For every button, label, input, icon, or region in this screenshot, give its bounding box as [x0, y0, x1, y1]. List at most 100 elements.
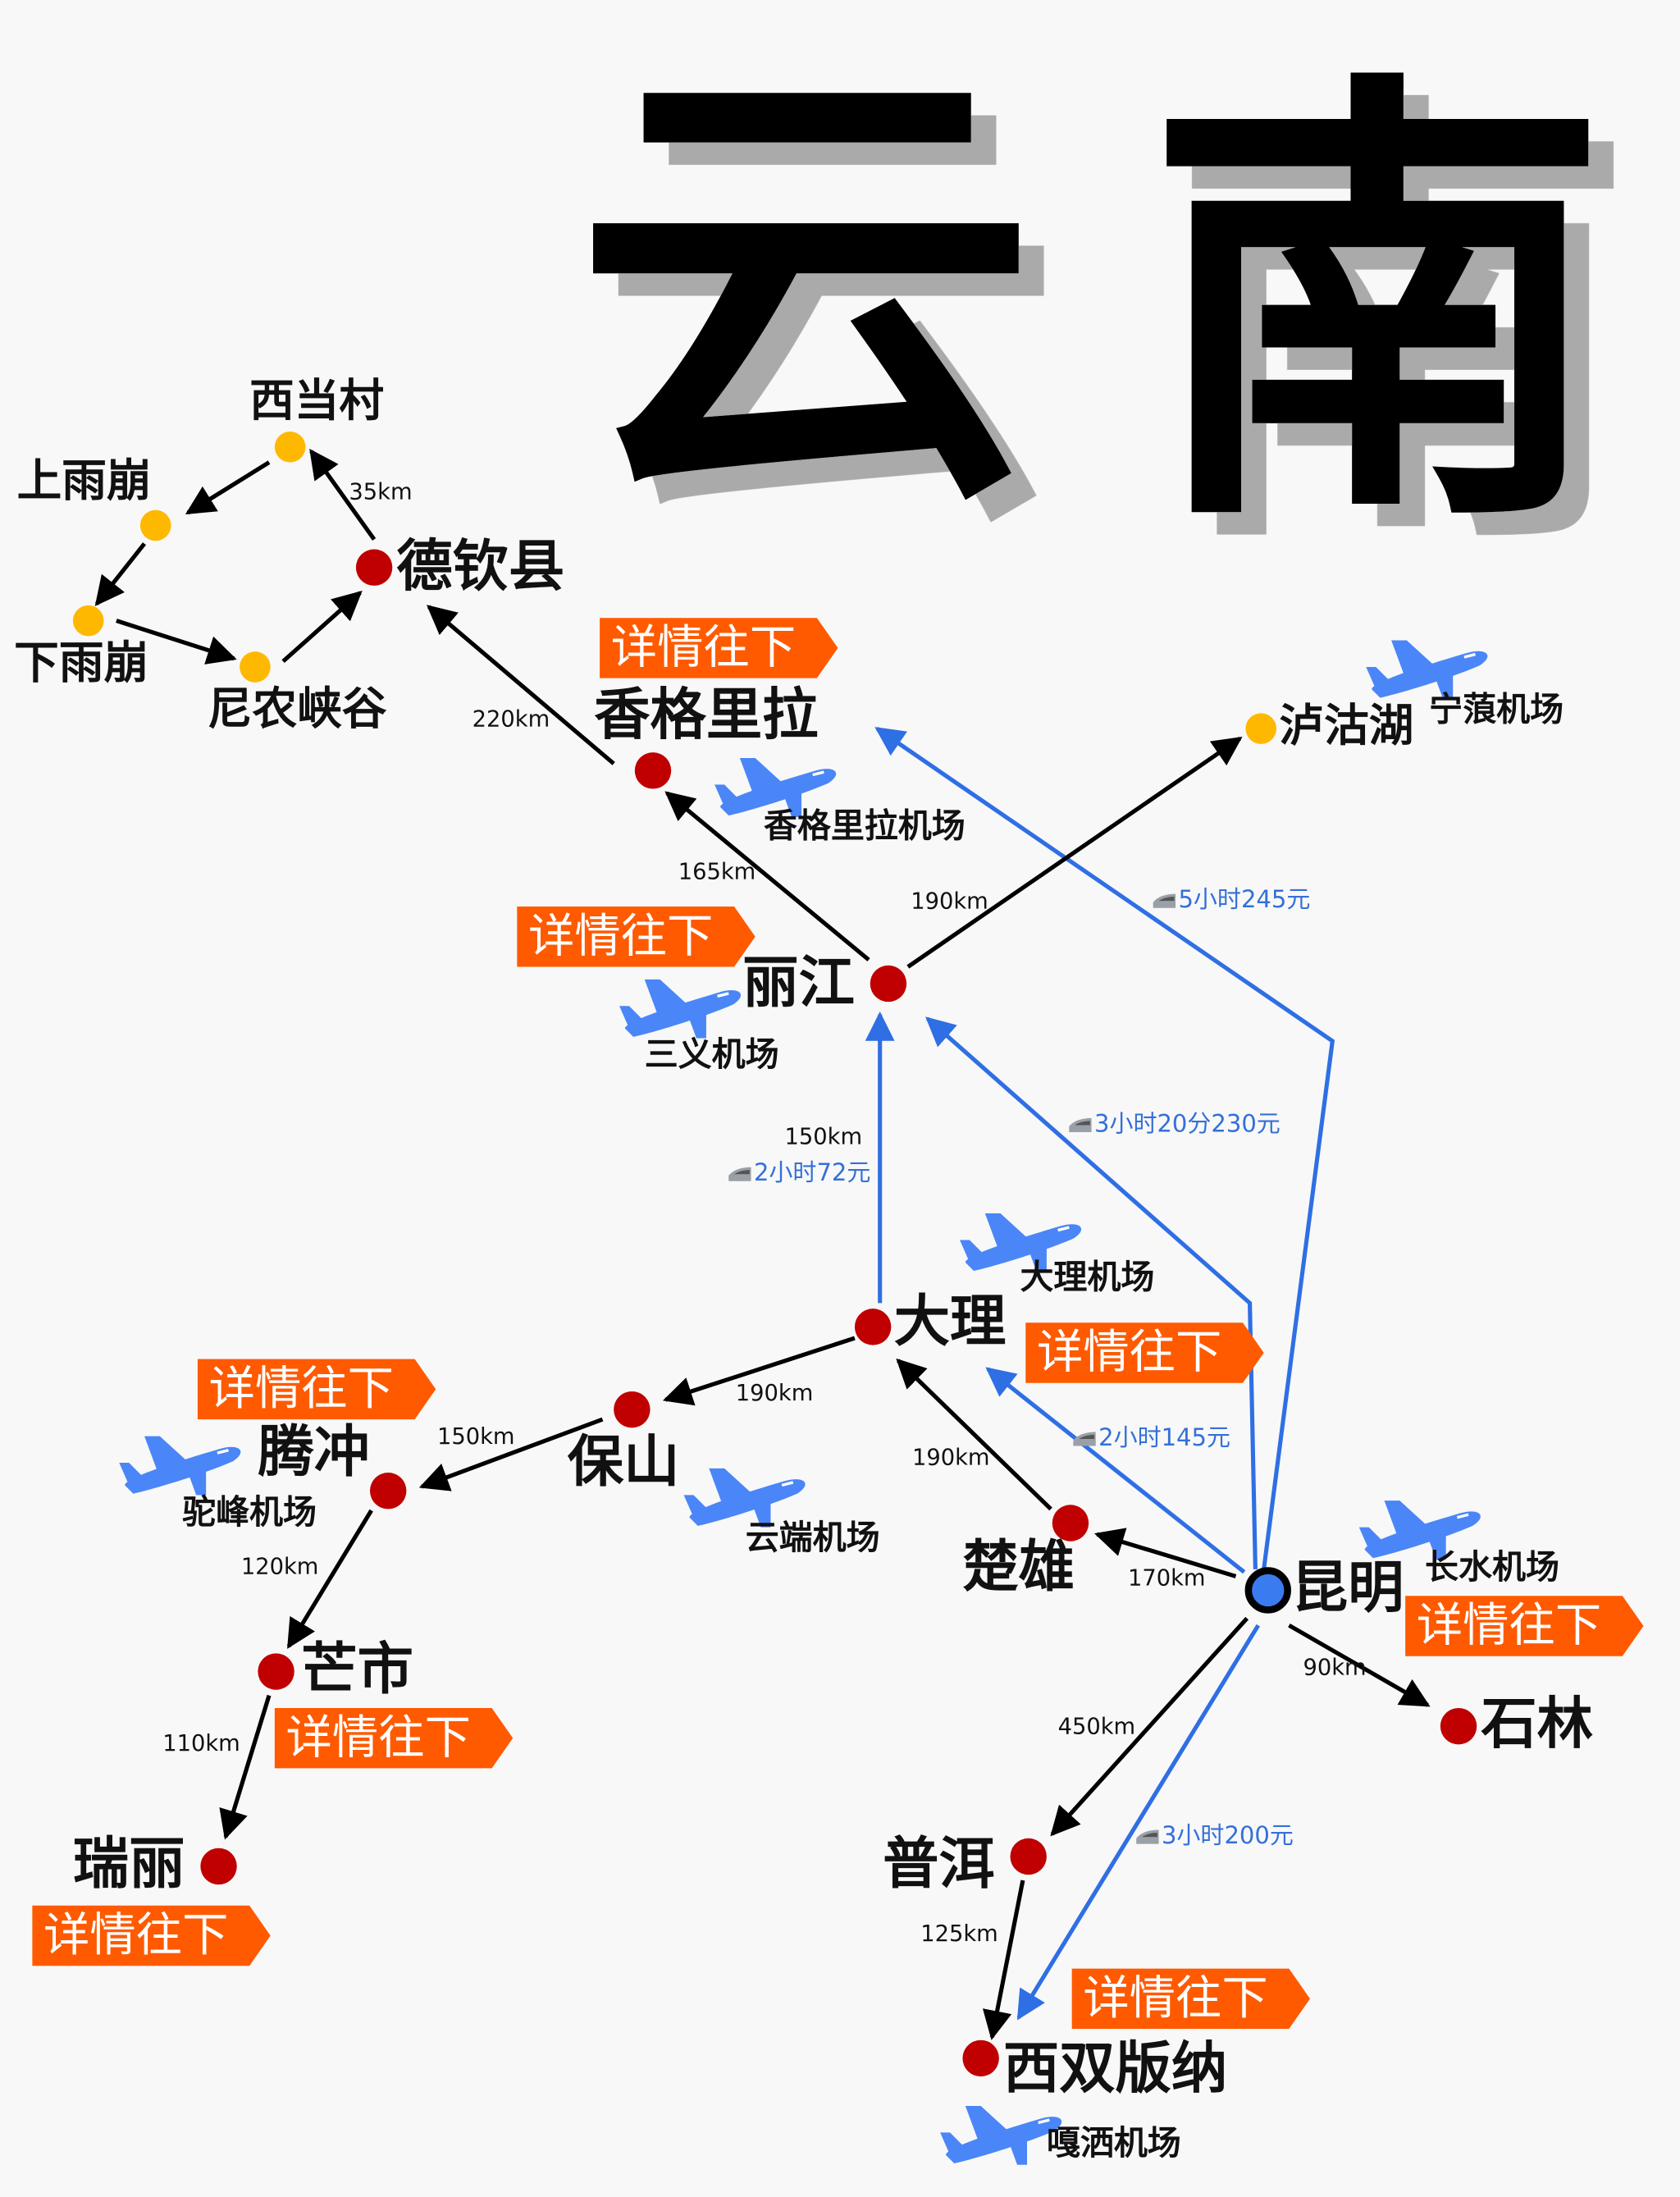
road-tengchong-mangshi — [286, 1509, 373, 1649]
rail-kunming-dali — [985, 1367, 1246, 1574]
road-routes — [94, 449, 1431, 2040]
train-icon — [1136, 1829, 1159, 1844]
place-label: 泸沽湖 — [1279, 699, 1413, 751]
rail-kunming-lijiang — [925, 1016, 1258, 1569]
place-label: 石林 — [1481, 1692, 1593, 1756]
distance-label: 120km — [241, 1555, 319, 1580]
badge-label: 详情往下 — [43, 1909, 228, 1962]
rail-kunming-xishuangbanna — [1016, 1624, 1260, 2021]
place-label: 芒市 — [301, 1637, 413, 1702]
place-label: 瑞丽 — [73, 1832, 185, 1897]
city-dot-shangrila — [634, 752, 672, 789]
distance-label: 190km — [912, 1445, 990, 1470]
spot-dot-shangyubeng — [139, 509, 171, 541]
plane-icon — [938, 2104, 1063, 2167]
road-lijiang-luguhu — [906, 736, 1243, 969]
title-char-yun: 云 — [574, 22, 1037, 560]
distance-label: 220km — [472, 706, 550, 732]
title-char-nan: 南 — [1146, 39, 1609, 578]
rail-routes — [865, 726, 1335, 2021]
detail-badge-xishuangbanna[interactable]: 详情往下 — [1071, 1968, 1311, 2030]
badge-label: 详情往下 — [286, 1711, 471, 1765]
place-labels: 西当村 上雨崩 下雨崩 尼农峡谷 德钦县 香格里拉 泸沽湖 丽江 大理 保山 腾… — [14, 374, 1593, 2102]
detail-badge-tengchong[interactable]: 详情往下 — [197, 1359, 436, 1420]
city-dot-chuxiong — [1052, 1505, 1089, 1542]
detail-badge-kunming[interactable]: 详情往下 — [1405, 1596, 1644, 1656]
place-label: 尼农峡谷 — [208, 683, 387, 735]
place-label: 昆明 — [1292, 1556, 1404, 1621]
plane-icon — [117, 1434, 243, 1497]
distance-label: 150km — [785, 1124, 863, 1149]
road-chuxiong-dali — [896, 1358, 1052, 1511]
train-icon — [728, 1167, 751, 1181]
detail-badge-shangrila[interactable]: 详情往下 — [600, 618, 838, 678]
city-dot-shilin — [1440, 1707, 1477, 1745]
rail-labels: 2小时72元 2小时145元 3小时20分230元 5小时245元 3小时200… — [728, 885, 1310, 1849]
road-kunming-chuxiong — [1093, 1528, 1237, 1578]
road-shangyubeng-xiayubeng — [94, 542, 147, 606]
spot-dot-xiayubeng — [72, 605, 104, 637]
train-icon — [1073, 1432, 1096, 1446]
city-dot-puer — [1010, 1838, 1047, 1875]
location-dots — [72, 432, 1477, 2077]
road-xidang-shangyubeng — [185, 460, 271, 515]
place-label: 西当村 — [249, 374, 384, 427]
train-icon — [1069, 1117, 1092, 1132]
airport-label: 云端机场 — [746, 1518, 880, 1557]
city-dot-tengchong — [369, 1473, 407, 1510]
airport-labels: 香格里拉机场 宁蒗机场 三义机场 大理机场 云端机场 驼峰机场 长水机场 嘎洒机… — [182, 690, 1564, 2163]
place-label: 楚雄 — [962, 1535, 1075, 1600]
spot-dot-ninong — [240, 651, 271, 683]
city-dot-ruili — [200, 1848, 237, 1885]
distance-label: 90km — [1303, 1656, 1366, 1681]
detail-badge-ruili[interactable]: 详情往下 — [32, 1905, 271, 1966]
hub-dot-kunming — [1244, 1567, 1291, 1614]
distance-label: 125km — [920, 1921, 998, 1947]
place-label: 大理 — [894, 1290, 1007, 1354]
spot-dot-xidangcun — [274, 432, 306, 463]
road-dali-baoshan — [662, 1336, 856, 1406]
airport-label: 驼峰机场 — [182, 1492, 317, 1532]
badge-label: 详情往下 — [1037, 1326, 1221, 1379]
road-ninong-deqin — [281, 591, 363, 664]
road-shangrila-deqin — [426, 605, 615, 765]
airport-label: 宁蒗机场 — [1429, 690, 1564, 729]
place-label: 香格里拉 — [594, 683, 818, 748]
rail-label: 2小时72元 — [754, 1158, 870, 1186]
road-baoshan-tengchong — [418, 1417, 604, 1491]
distance-label: 110km — [162, 1731, 240, 1756]
distance-label: 170km — [1128, 1565, 1206, 1591]
airport-label: 长水机场 — [1425, 1547, 1559, 1587]
badge-label: 详情往下 — [209, 1363, 394, 1416]
airport-label: 嘎洒机场 — [1047, 2123, 1181, 2163]
distance-label: 35km — [349, 480, 412, 505]
detail-badge-mangshi[interactable]: 详情往下 — [274, 1707, 514, 1769]
place-label: 上雨崩 — [17, 454, 152, 506]
airport-label: 三义机场 — [645, 1035, 779, 1074]
road-xiayubeng-ninong — [116, 619, 237, 665]
airport-label: 香格里拉机场 — [764, 806, 966, 845]
distance-label: 190km — [911, 888, 988, 914]
distance-label: 190km — [736, 1381, 814, 1406]
detail-badge-lijiang[interactable]: 详情往下 — [517, 907, 756, 967]
airport-label: 大理机场 — [1020, 1257, 1154, 1296]
detail-badges: 详情往下 详情往下 详情往下 详情往下 详情往下 详情往下 详情往下 详情往下 — [32, 618, 1644, 2030]
distance-label: 150km — [437, 1424, 515, 1450]
place-label: 德钦县 — [396, 535, 564, 600]
train-icon — [1153, 893, 1176, 908]
road-kunming-puer — [1050, 1616, 1249, 1837]
detail-badge-dali[interactable]: 详情往下 — [1025, 1322, 1264, 1383]
place-label: 西双版纳 — [1003, 2037, 1227, 2102]
distance-label: 450km — [1058, 1714, 1136, 1739]
badge-label: 详情往下 — [1083, 1972, 1267, 2026]
city-dot-xishuangbanna — [962, 2039, 999, 2077]
city-dot-deqin — [355, 549, 393, 586]
place-label: 保山 — [568, 1430, 680, 1495]
road-deqin-xidang — [309, 449, 377, 541]
title: 云 南 — [574, 22, 1608, 577]
distance-labels: 35km 220km 165km 190km 150km 190km 150km… — [162, 480, 1366, 1947]
place-label: 普洱 — [883, 1832, 995, 1897]
city-dot-mangshi — [258, 1653, 294, 1690]
spot-dot-luguhu — [1245, 713, 1277, 744]
